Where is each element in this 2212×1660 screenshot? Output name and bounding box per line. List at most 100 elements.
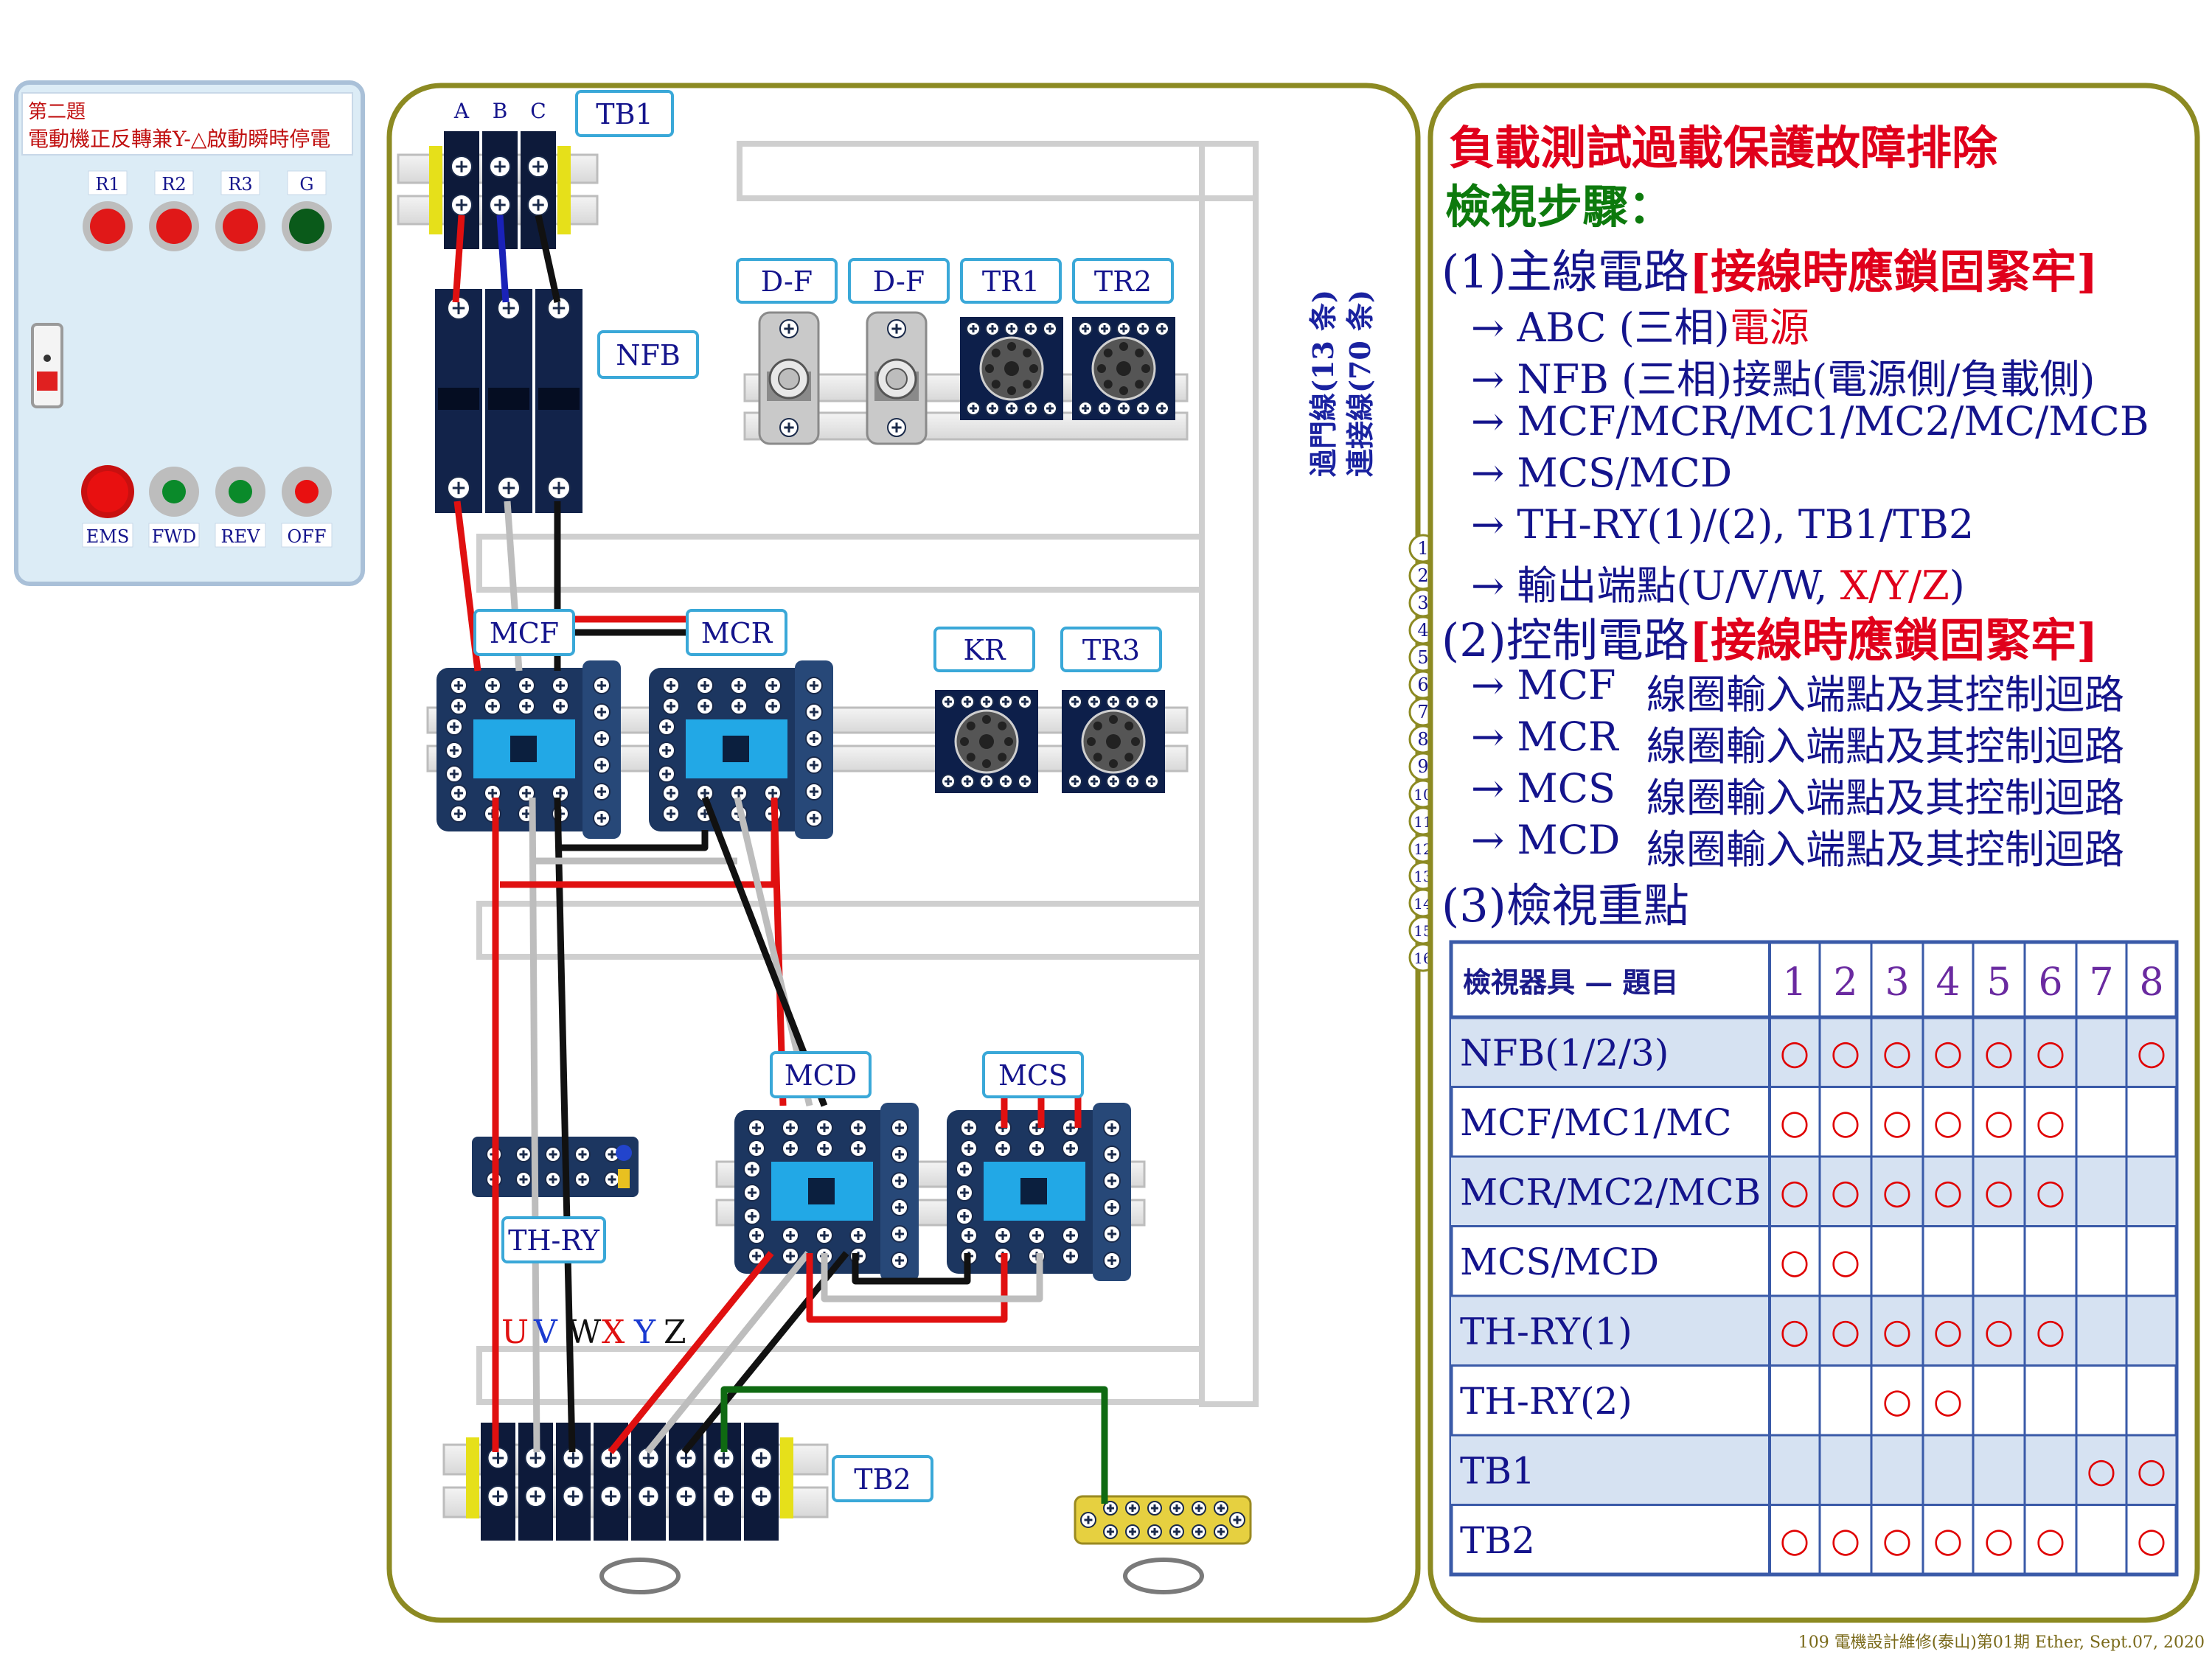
label-nfb: NFB xyxy=(597,330,699,379)
label-mcs: MCS xyxy=(982,1051,1084,1098)
fuse-holder-df2 xyxy=(866,311,928,445)
table-row: TB2○○○○○○○ xyxy=(1460,1519,2166,1562)
section-control-circuit: (2)控制電路[接線時應鎖固緊牢] xyxy=(1441,613,2098,667)
svg-text:5: 5 xyxy=(1417,647,1428,668)
check-mark: ○ xyxy=(2137,1520,2166,1560)
svg-text:MCF: MCF xyxy=(490,617,559,649)
svg-text:4: 4 xyxy=(1417,620,1428,641)
check-mark: ○ xyxy=(1882,1171,1912,1211)
phase-label-c: C xyxy=(530,99,546,123)
lamp-label: R1 xyxy=(95,174,119,195)
svg-text:MCS: MCS xyxy=(998,1059,1068,1092)
table-row: NFB(1/2/3)○○○○○○○ xyxy=(1460,1031,2166,1074)
label-thry: TH-RY xyxy=(501,1216,606,1263)
row-name: MCR/MC2/MCB xyxy=(1460,1171,1761,1213)
table-row: MCS/MCD○○ xyxy=(1460,1241,1860,1283)
ground-bar xyxy=(1074,1495,1252,1545)
svg-text:TB1: TB1 xyxy=(596,98,653,130)
check-mark: ○ xyxy=(1933,1102,1963,1142)
svg-text:3: 3 xyxy=(1417,593,1428,613)
row-name: TH-RY(2) xyxy=(1460,1380,1632,1423)
column-7: 7 xyxy=(2089,960,2113,1005)
push-button-fwd[interactable]: FWD xyxy=(148,467,200,548)
thermal-relay-th-ry xyxy=(472,1137,639,1197)
footer-credit: 109 電機設計維修(泰山)第01期 Ether, Sept.07, 2020 xyxy=(1798,1633,2205,1652)
check-mark: ○ xyxy=(2087,1450,2116,1490)
push-button-rev[interactable]: REV xyxy=(215,467,266,548)
relay-socket-kr xyxy=(935,690,1038,793)
nfb-breaker xyxy=(435,289,582,513)
check-mark: ○ xyxy=(1780,1311,1809,1350)
check-mark: ○ xyxy=(1831,1171,1860,1211)
check-mark: ○ xyxy=(2036,1520,2065,1560)
label-df1: D-F xyxy=(736,258,838,304)
column-3: 3 xyxy=(1885,960,1909,1005)
row-name: MCF/MC1/MC xyxy=(1460,1101,1732,1144)
lamp-label: R2 xyxy=(161,174,186,195)
phase-label-a: A xyxy=(453,99,470,123)
check-mark: ○ xyxy=(1984,1520,2014,1560)
svg-text:D-F: D-F xyxy=(761,265,813,298)
section-main-circuit: (1)主線電路[接線時應鎖固緊牢] xyxy=(1441,245,2098,299)
check-mark: ○ xyxy=(1933,1520,1963,1560)
terminal-block-tb2 xyxy=(466,1423,793,1541)
check-mark: ○ xyxy=(2036,1311,2065,1350)
section-inspection-points: (3)檢視重點 xyxy=(1441,879,1689,932)
row-name: NFB(1/2/3) xyxy=(1460,1031,1669,1074)
relay-socket-tr3 xyxy=(1062,690,1165,793)
check-mark: ○ xyxy=(1882,1311,1912,1350)
svg-text:NFB: NFB xyxy=(616,339,681,372)
label-kr: KR xyxy=(933,627,1035,672)
row-name: MCS/MCD xyxy=(1460,1241,1659,1283)
panel-title-line1: 第二題 xyxy=(28,101,86,123)
table-row: TH-RY(1)○○○○○○ xyxy=(1460,1310,2065,1353)
column-5: 5 xyxy=(1986,960,2011,1005)
check-mark: ○ xyxy=(1933,1381,1963,1420)
svg-text:TR1: TR1 xyxy=(982,265,1040,298)
label-tr3: TR3 xyxy=(1060,627,1162,672)
svg-text:檢視器具 — 題目: 檢視器具 — 題目 xyxy=(1463,966,1678,999)
push-button-ems[interactable]: EMS xyxy=(81,465,134,548)
table-row: TH-RY(2)○○ xyxy=(1460,1380,1963,1423)
panel-title-line2: 電動機正反轉兼Y-△啟動瞬時停電 xyxy=(28,127,330,151)
label-df2: D-F xyxy=(848,258,950,304)
push-button-off[interactable]: OFF xyxy=(281,467,333,548)
selector-switch[interactable] xyxy=(31,323,63,408)
svg-text:MCR: MCR xyxy=(701,617,773,649)
check-mark: ○ xyxy=(1933,1032,1963,1072)
contactor-mcs xyxy=(947,1103,1131,1281)
label-mcr: MCR xyxy=(686,609,787,656)
check-mark: ○ xyxy=(1984,1032,2014,1072)
check-mark: ○ xyxy=(1831,1520,1860,1560)
button-label: REV xyxy=(221,526,261,547)
lamp-label: R3 xyxy=(228,174,252,195)
vertical-note-connection-wires: 連接線(70 条) xyxy=(1343,290,1377,477)
label-mcf: MCF xyxy=(473,609,575,656)
relay-socket-tr1 xyxy=(960,317,1063,420)
table-row: MCF/MC1/MC○○○○○○ xyxy=(1460,1101,2065,1144)
contactor-mcr xyxy=(649,660,833,839)
check-mark: ○ xyxy=(1831,1311,1860,1350)
cable-grommet xyxy=(1123,1558,1204,1594)
column-4: 4 xyxy=(1935,960,1960,1005)
svg-text:MCD: MCD xyxy=(785,1059,857,1092)
check-mark: ○ xyxy=(2036,1171,2065,1211)
label-tr2: TR2 xyxy=(1072,258,1174,304)
column-6: 6 xyxy=(2038,960,2062,1005)
column-1: 1 xyxy=(1782,960,1806,1005)
label-tb1: TB1 xyxy=(575,90,674,137)
svg-text:TH-RY: TH-RY xyxy=(508,1224,600,1257)
check-mark: ○ xyxy=(2036,1032,2065,1072)
check-mark: ○ xyxy=(1882,1102,1912,1142)
pilot-lamp-r2: R2 xyxy=(149,170,199,251)
svg-text:TR2: TR2 xyxy=(1094,265,1152,298)
check-mark: ○ xyxy=(1780,1032,1809,1072)
contactor-mcf xyxy=(437,660,621,839)
main-circuit-step: → 輸出端點(U/V/W, X/Y/Z) xyxy=(1471,562,1965,609)
test-title: 負載測試過載保護故障排除 xyxy=(1449,121,1998,175)
check-mark: ○ xyxy=(1831,1102,1860,1142)
button-label: EMS xyxy=(86,526,130,547)
